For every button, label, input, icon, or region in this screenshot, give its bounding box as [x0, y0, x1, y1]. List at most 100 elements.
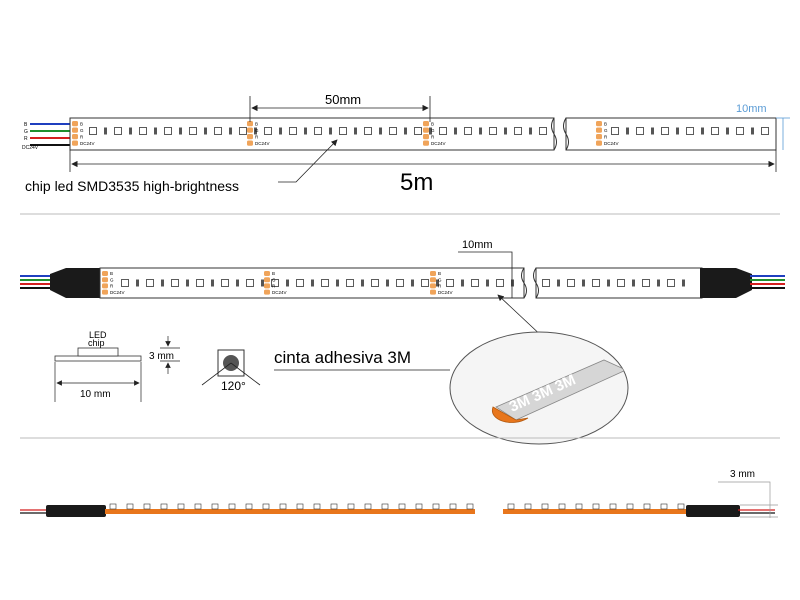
solder-pad — [264, 289, 270, 295]
top-width-label: 10mm — [736, 103, 767, 115]
solder-pad — [72, 134, 78, 140]
led-chip — [239, 127, 247, 135]
length-label: 5m — [400, 169, 433, 196]
resistor — [486, 279, 489, 287]
pad-label: B — [80, 122, 83, 127]
side-led-chip — [660, 503, 668, 510]
top-strip-break-right — [563, 117, 569, 151]
pad-label: R — [255, 135, 259, 140]
side-led-chip — [507, 503, 515, 510]
mid-led-row — [121, 279, 685, 287]
solder-pad — [72, 127, 78, 133]
mid-strip-break-right — [533, 267, 539, 299]
led-chip — [464, 127, 472, 135]
resistor — [304, 127, 307, 135]
side-led-chip — [609, 503, 617, 510]
pad-voltage-label: DC24V — [272, 290, 287, 295]
pad-label: R — [438, 284, 442, 289]
solder-pad — [247, 134, 253, 140]
led-chip — [421, 279, 429, 287]
side-led-chip — [524, 503, 532, 510]
resistor — [404, 127, 407, 135]
led-chip — [271, 279, 279, 287]
side-led-chip — [279, 503, 287, 510]
resistor — [626, 127, 629, 135]
wire-label-r: R — [24, 136, 28, 142]
led-chip — [667, 279, 675, 287]
led-chip — [321, 279, 329, 287]
side-led-chip — [432, 503, 440, 510]
resistor — [286, 279, 289, 287]
led-chip — [114, 127, 122, 135]
wire-label-dc24v: DC24V — [22, 145, 39, 151]
solder-pad — [423, 121, 429, 127]
led-chip — [567, 279, 575, 287]
led-chip — [164, 127, 172, 135]
side-led-chip — [177, 503, 185, 510]
pad-label: B — [110, 271, 113, 276]
resistor — [311, 279, 314, 287]
side-led-chip — [194, 503, 202, 510]
pad-label: B — [431, 122, 434, 127]
resistor — [504, 127, 507, 135]
profile-width-label: 10 mm — [80, 389, 111, 400]
resistor — [161, 279, 164, 287]
led-chip — [146, 279, 154, 287]
side-led-chip — [643, 503, 651, 510]
led-chip — [539, 127, 547, 135]
side-led-chip — [313, 503, 321, 510]
side-led-chip — [296, 503, 304, 510]
mid-width-label: 10mm — [462, 239, 493, 251]
solder-pad — [264, 277, 270, 283]
solder-pad — [72, 121, 78, 127]
profile-chip — [77, 347, 119, 357]
solder-pad — [102, 277, 108, 283]
thickness-label: 3 mm — [730, 469, 755, 480]
led-chip — [264, 127, 272, 135]
side-led-chip — [330, 503, 338, 510]
top-strip-body-left — [69, 117, 555, 151]
led-chip — [89, 127, 97, 135]
resistor — [129, 127, 132, 135]
pad-label: G — [431, 128, 435, 133]
resistor — [676, 127, 679, 135]
beam-ray-left — [201, 362, 232, 386]
side-led-chip — [211, 503, 219, 510]
led-chip — [711, 127, 719, 135]
resistor — [279, 127, 282, 135]
side-led-chip — [449, 503, 457, 510]
led-chip — [189, 127, 197, 135]
side-led-chip — [626, 503, 634, 510]
side-led-chip — [262, 503, 270, 510]
side-led-chip — [575, 503, 583, 510]
resistor — [726, 127, 729, 135]
resistor — [511, 279, 514, 287]
led-chip — [214, 127, 222, 135]
solder-pad — [247, 127, 253, 133]
solder-pad — [72, 140, 78, 146]
pad-voltage-label: DC24V — [80, 141, 95, 146]
pad-label: R — [80, 135, 84, 140]
side-led-chip — [558, 503, 566, 510]
side-strip-right — [503, 509, 688, 514]
led-chip — [611, 127, 619, 135]
solder-pad — [596, 121, 602, 127]
led-chip — [221, 279, 229, 287]
resistor — [254, 127, 257, 135]
pad-label: R — [272, 284, 276, 289]
led-chip — [761, 127, 769, 135]
resistor — [136, 279, 139, 287]
side-led-chip — [245, 503, 253, 510]
led-chip — [246, 279, 254, 287]
led-chip — [661, 127, 669, 135]
resistor — [632, 279, 635, 287]
side-connector-right — [686, 505, 740, 517]
side-led-chip — [677, 503, 685, 510]
